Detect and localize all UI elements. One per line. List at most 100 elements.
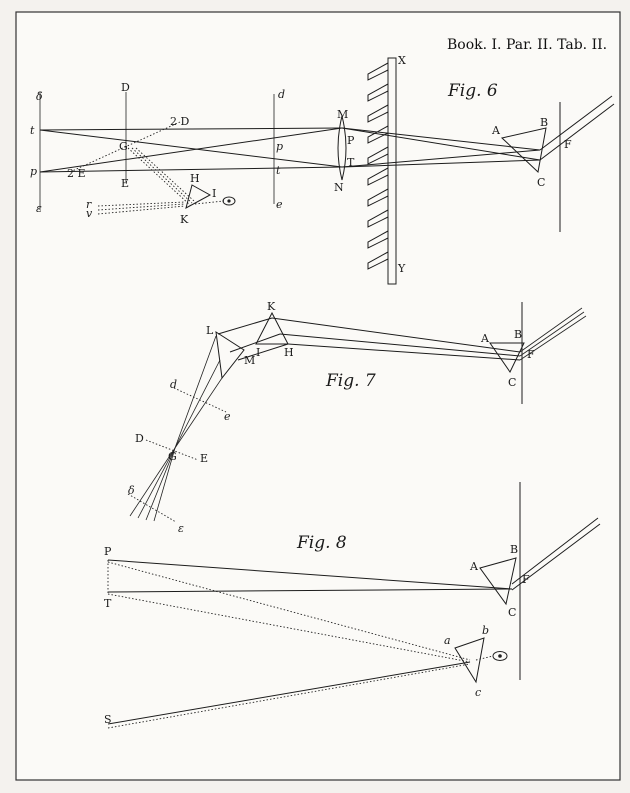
fig6-label-I: I [212,187,216,200]
fig6-label-N: N [334,181,344,194]
fig7-ray-4 [279,333,521,357]
fig6-ray-8 [341,159,541,168]
fig8-solid-S [107,661,471,725]
fig6-label-Y: Y [397,262,406,275]
fig7-label-C: C [508,376,516,389]
fig6-prism-ABC [500,127,547,173]
fig7-prism-KIH [255,311,289,345]
fig8-label-a: a [444,634,451,647]
fig7-beam-2 [519,311,585,357]
fig6-board-XY [387,57,397,285]
fig6-small-prism [185,184,212,209]
fig7-label-e: e [224,410,231,423]
fig8-prism-abc [454,637,485,684]
fig6-lens [337,115,347,181]
fig6-label-p: p [30,165,37,178]
fig6-ray-1 [39,127,343,131]
fig8-eye-icon [492,651,508,661]
fig8-ray-T [107,588,513,593]
fig6-ray-5 [341,127,541,151]
fig6-label-X: X [398,54,406,67]
fig7-ray-2 [271,317,521,353]
fig7-fan-5 [137,447,176,519]
fig7-fan-7 [153,447,176,522]
fig6-label-F: F [564,138,572,151]
fig6-beam-2 [539,103,615,161]
fig6-beam-1 [539,95,613,151]
fig7-prism-ABC [489,342,525,373]
fig8-label-S: S [104,713,112,726]
plate-border [15,11,621,781]
fig7-label-epsilon: ε [178,522,184,535]
fig7-label-F: F [527,348,535,361]
fig6-ray-7 [341,149,541,168]
fig6-ray-3 [39,127,343,173]
fig7-label-E: E [200,452,208,465]
fig6-label-delta: δ [36,90,43,103]
fig7-label-L: L [206,324,214,337]
fig7-prism-LM [215,330,245,380]
fig6-label-K: K [180,213,189,226]
fig6-label-v: v [86,207,93,220]
fig7-dotted-de [173,387,227,413]
fig6-caption: Fig. 6 [447,81,498,101]
fig6-label-D: D [121,81,130,94]
fig6-dotted-2D-2E [69,121,181,173]
fig7-label-I: I [256,346,260,359]
fig6-eye-pupil [227,199,231,203]
fig7-label-K: K [267,300,276,313]
fig7-ray-5 [237,343,289,361]
fig6-label-B: B [540,116,548,129]
fig8-ray-P [107,559,513,590]
fig8-label-B: B [510,543,518,556]
fig6-label-2D: 2 D [170,115,189,128]
fig7-label-A: A [480,332,490,345]
fig6-label-r: r [86,198,92,211]
fig6-label-2E: 2 E [67,167,86,180]
fig8-label-C: C [508,606,516,619]
fig7-ray-3 [229,333,281,353]
fig6-dotted-v [97,205,186,215]
fig7-ray-6 [287,343,521,361]
fig8-prism-ABC [479,557,517,606]
fig8-label-c: c [475,686,481,699]
fig6-dotted-to-eye [194,200,225,205]
fig6-label-epsilon: ε [36,202,42,215]
figure-7: Fig. 7 K I H L M A B C F [127,300,587,535]
fig6-label-M: M [337,108,348,121]
fig8-beam-2 [511,523,601,591]
fig8-dotted-to-eye [475,655,494,661]
figure-8: Fig. 8 P T S A B C F a b c [104,482,601,729]
fig6-dotted-G-K-1 [127,147,191,206]
fig6-ray-4 [39,166,343,173]
fig7-fan-1 [174,335,217,449]
fig8-label-A: A [469,560,479,573]
fig7-fan-2 [174,377,223,449]
fig7-fan-3 [174,359,221,449]
fig8-label-P: P [104,545,112,558]
fig6-label-d: d [278,88,285,101]
fig7-fan-6 [145,447,176,521]
fig6-label-p2: p [276,140,283,153]
fig8-label-T: T [104,597,112,610]
fig6-label-A: A [491,124,501,137]
fig7-label-B: B [514,328,522,341]
fig7-label-D: D [135,432,144,445]
fig6-label-t: t [30,124,35,137]
fig6-dotted-r2 [97,203,186,211]
fig7-label-H: H [284,346,294,359]
fig7-beam-3 [519,315,587,361]
fig6-dotted-G-K-2 [131,147,193,204]
fig7-caption: Fig. 7 [325,371,376,391]
fig6-dotted-G-K-3 [135,147,195,202]
fig8-caption: Fig. 8 [296,533,347,553]
fig7-label-d: d [170,378,177,391]
fig6-label-E: E [121,177,129,190]
fig8-beam-1 [511,517,599,585]
fig6-label-t2: t [276,164,281,177]
fig6-label-T: T [347,156,355,169]
fig6-ray-2 [39,129,343,168]
fig7-label-M: M [244,354,255,367]
fig6-label-G: G [119,140,128,153]
